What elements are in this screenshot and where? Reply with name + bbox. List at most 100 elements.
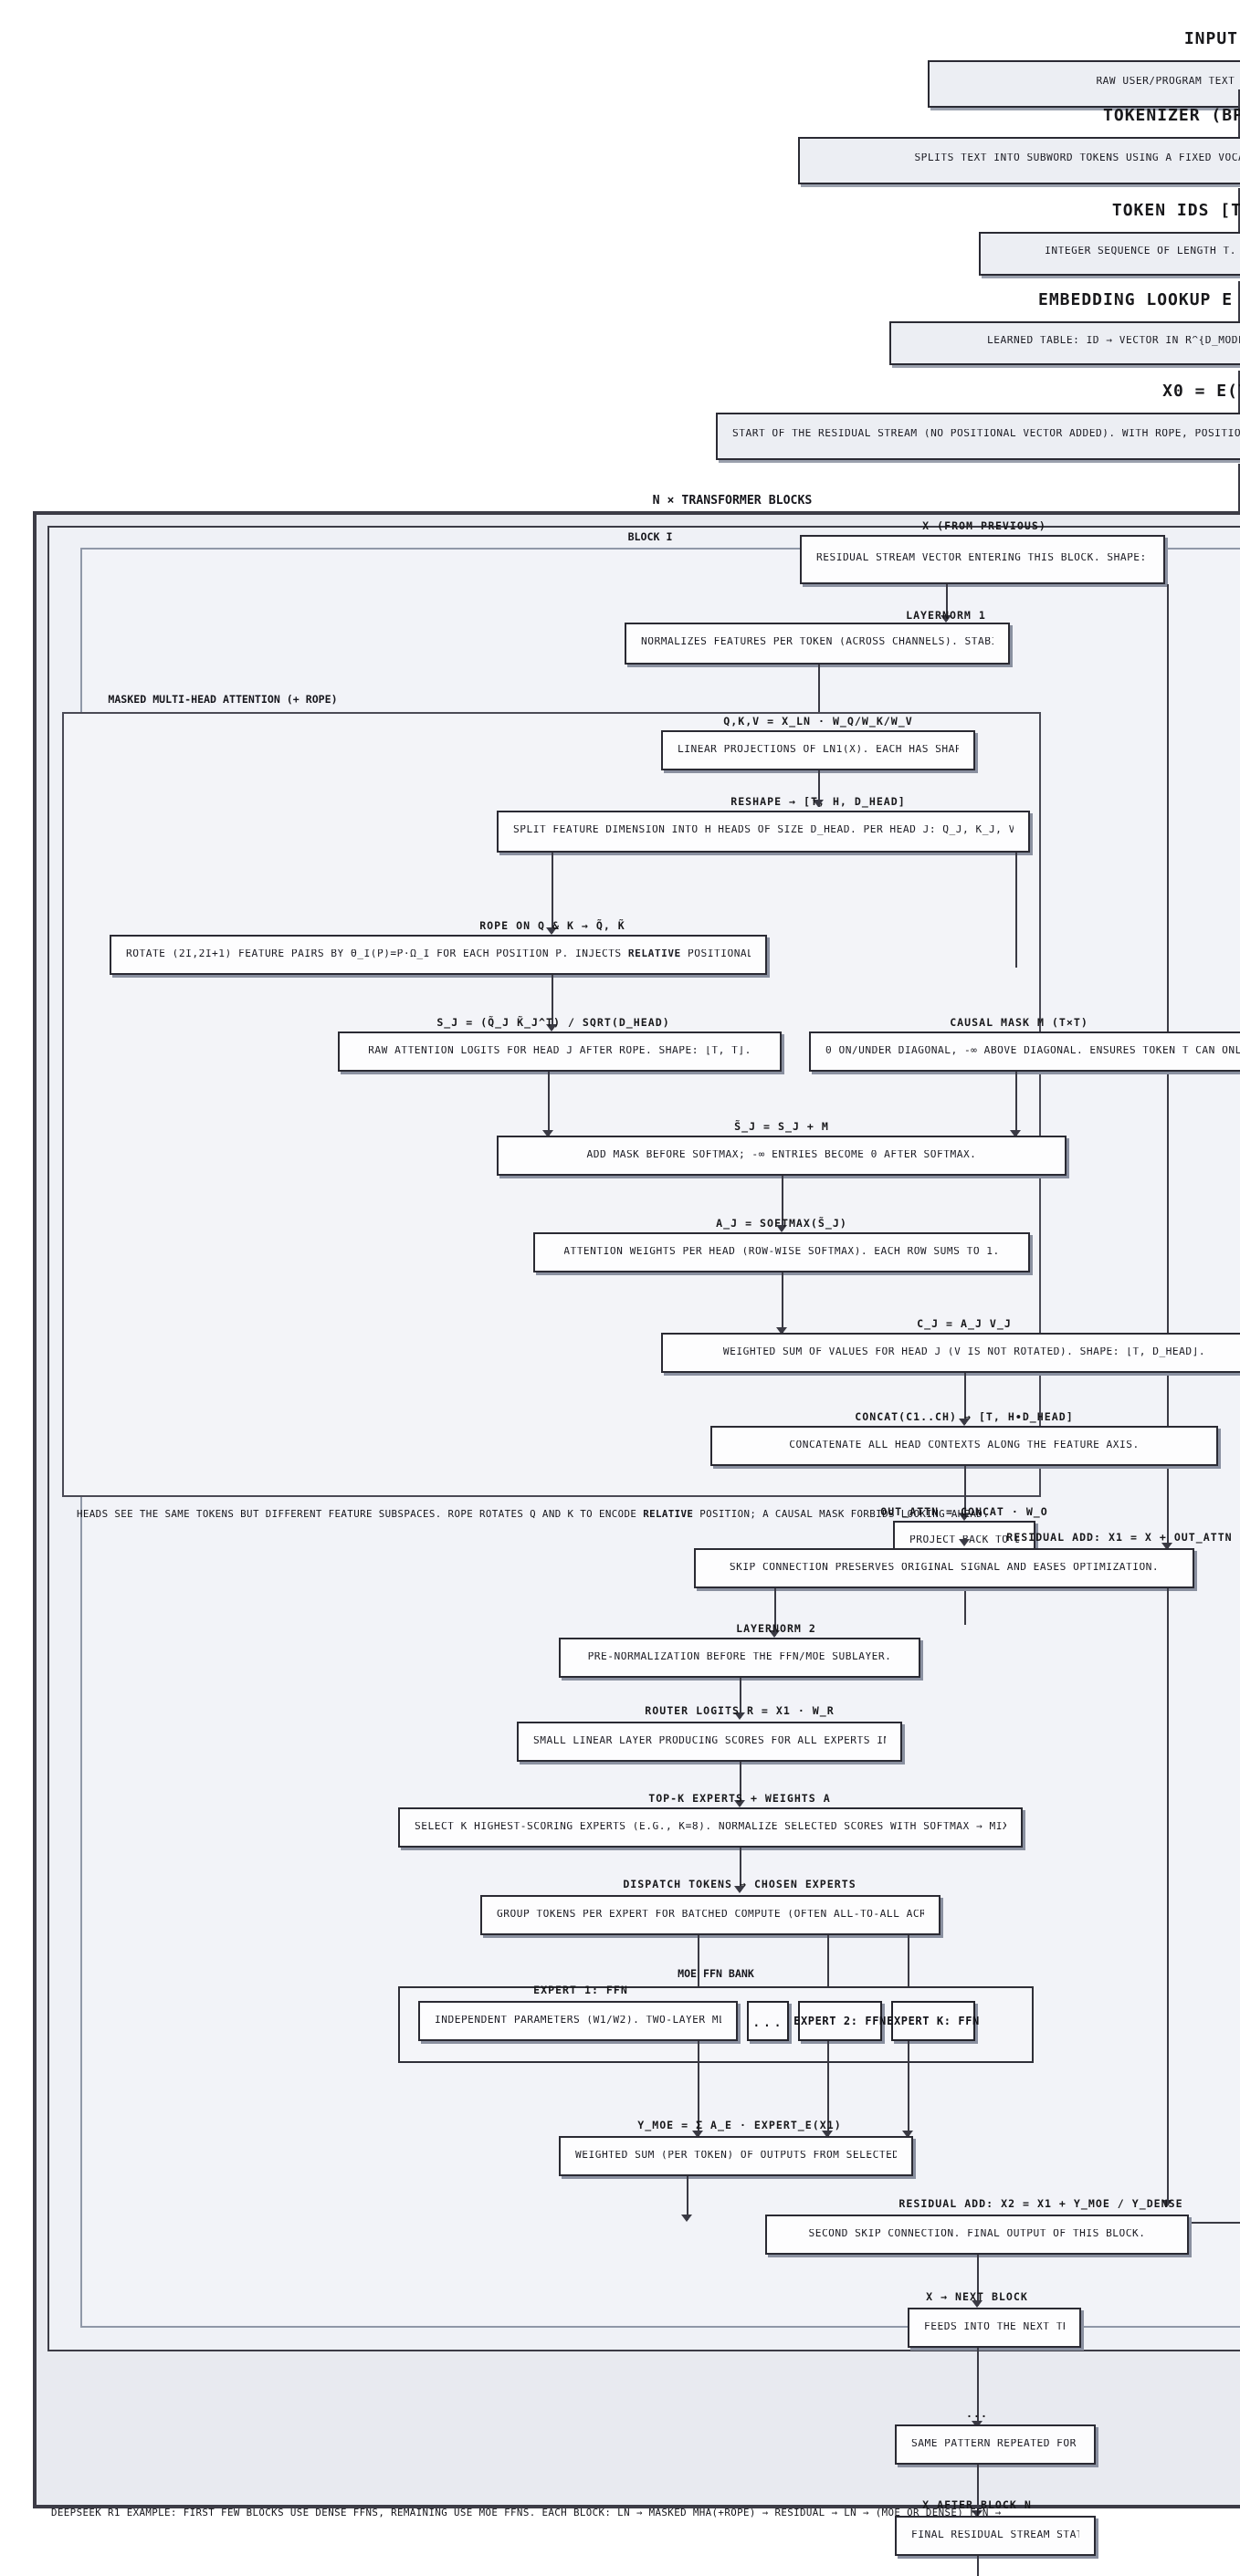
- edge-qkv-to-reshape: [818, 770, 820, 807]
- node-embedding-lookup: EMBEDDING LOOKUP E (V_SIZE × D_MODEL) LE…: [871, 292, 1240, 365]
- node-rope-desc: ROTATE (2I,2I+1) FEATURE PAIRS BY Θ_I(P)…: [126, 948, 751, 961]
- edge-rope-to-scores: [552, 975, 553, 1030]
- arrowhead: [681, 2215, 692, 2222]
- node-residual-add-2-title: RESIDUAL ADD: X2 = X1 + Y_MOE / Y_DENSE: [898, 2200, 1183, 2211]
- arrowhead: [959, 1513, 970, 1521]
- node-masked-scores-title: S̃_J = S_J + M: [734, 1123, 829, 1134]
- node-rope: ROPE ON Q & K → Q̃, K̃: [393, 922, 712, 934]
- edge-reshape-to-rope: [552, 853, 553, 933]
- node-embedding-lookup-box: LEARNED TABLE: ID → VECTOR IN R^{D_MODEL…: [889, 320, 1240, 365]
- node-rope-title: ROPE ON Q & K → Q̃, K̃: [479, 922, 625, 933]
- node-tokenizer-title: TOKENIZER (BPE/WORDPIECE): [1103, 108, 1240, 126]
- edge-x-to-ln1: [946, 584, 948, 621]
- node-repeat-box: SAME PATTERN REPEATED FOR REMAINING BLOC…: [895, 2424, 1096, 2465]
- node-output-projection: OUT_ATTN = CONCAT · W_O: [809, 1508, 1119, 1520]
- node-residual-add-2-desc: SECOND SKIP CONNECTION. FINAL OUTPUT OF …: [808, 2228, 1146, 2239]
- arrowhead: [822, 2131, 833, 2138]
- node-token-ids-desc: INTEGER SEQUENCE OF LENGTH T. EACH ID IS…: [1045, 246, 1240, 258]
- node-attention-scores: S_J = (Q̃_J K̃_J^T) / SQRT(D_HEAD): [398, 1019, 709, 1031]
- node-tokenizer: TOKENIZER (BPE/WORDPIECE) SPLITS TEXT IN…: [798, 108, 1240, 184]
- node-token-ids-box: INTEGER SEQUENCE OF LENGTH T. EACH ID IS…: [979, 231, 1240, 276]
- node-dispatch-tokens-box: GROUP TOKENS PER EXPERT FOR BATCHED COMP…: [480, 1895, 941, 1935]
- node-x0-title: X0 = E(TOKENS): [1162, 383, 1240, 402]
- node-repeat-ellipsis-title: ...: [966, 2410, 988, 2421]
- arrowhead: [1161, 1543, 1172, 1550]
- arrowhead: [776, 1327, 787, 1335]
- node-output-projection-title: OUT_ATTN = CONCAT · W_O: [880, 1508, 1048, 1519]
- node-dispatch-tokens-title: DISPATCH TOKENS → CHOSEN EXPERTS: [623, 1880, 856, 1891]
- node-topk-experts-desc: SELECT K HIGHEST-SCORING EXPERTS (E.G., …: [415, 1821, 1006, 1832]
- arrowhead: [776, 1225, 787, 1232]
- edge-reshape-to-mask: [1015, 853, 1017, 968]
- node-tokenizer-box: SPLITS TEXT INTO SUBWORD TOKENS USING A …: [798, 136, 1240, 184]
- node-qkv-projection-title: Q,K,V = X_LN · W_Q/W_K/W_V: [723, 717, 913, 728]
- edge-softmax-to-context: [782, 1272, 783, 1333]
- arrowhead: [769, 1630, 780, 1638]
- attn-footnote-pre: HEADS SEE THE SAME TOKENS BUT DIFFERENT …: [77, 1510, 644, 1521]
- edge-tokenizer-to-ids: [1238, 188, 1240, 237]
- node-attention-scores-title: S_J = (Q̃_J K̃_J^T) / SQRT(D_HEAD): [436, 1019, 670, 1030]
- node-x-after-block-n-title: X AFTER BLOCK N: [922, 2501, 1032, 2512]
- arrowhead: [941, 615, 951, 623]
- node-attention-softmax-box: ATTENTION WEIGHTS PER HEAD (ROW-WISE SOF…: [533, 1232, 1030, 1272]
- node-x-after-block-n-desc: FINAL RESIDUAL STREAM STATE BEFORE: [911, 2529, 1079, 2540]
- node-y-moe-title: Y_MOE = Σ A_E · EXPERT_E(X1): [637, 2121, 842, 2132]
- arrowhead: [546, 1024, 557, 1031]
- node-layernorm-2: LAYERNORM 2: [603, 1625, 950, 1637]
- node-layernorm-2-box: PRE-NORMALIZATION BEFORE THE FFN/MOE SUB…: [559, 1638, 920, 1678]
- edge-repeat-to-after-n: [977, 2465, 979, 2516]
- node-repeat-ellipsis: ...: [804, 2410, 1151, 2422]
- node-concat-heads-title: CONCAT(C1..CH) → [T, H∙D_HEAD]: [855, 1413, 1074, 1424]
- node-x0-box: START OF THE RESIDUAL STREAM (NO POSITIO…: [716, 412, 1240, 460]
- node-residual-add-1-box: SKIP CONNECTION PRESERVES ORIGINAL SIGNA…: [694, 1548, 1194, 1588]
- edge-residual2-to-next: [977, 2255, 979, 2306]
- node-expert-ellipsis: ...: [747, 2001, 789, 2041]
- node-reshape-heads: RESHAPE → [T, H, D_HEAD]: [497, 798, 1140, 810]
- node-dispatch-tokens-desc: GROUP TOKENS PER EXPERT FOR BATCHED COMP…: [497, 1909, 924, 1920]
- arrowhead: [972, 2300, 983, 2308]
- cluster-moe-ffn-bank-label: MOE FFN BANK: [678, 1970, 754, 1981]
- node-router-logits-box: SMALL LINEAR LAYER PRODUCING SCORES FOR …: [517, 1722, 902, 1762]
- node-masked-scores-box: ADD MASK BEFORE SOFTMAX; -∞ ENTRIES BECO…: [497, 1136, 1067, 1176]
- node-x0: X0 = E(TOKENS) START OF THE RESIDUAL STR…: [716, 383, 1240, 460]
- node-x-after-block-n-box: FINAL RESIDUAL STREAM STATE BEFORE: [895, 2516, 1096, 2556]
- node-head-context: C_J = A_J V_J: [809, 1320, 1119, 1332]
- node-x-from-previous: X (FROM PREVIOUS): [804, 522, 1165, 534]
- node-causal-mask-box: 0 ON/UNDER DIAGONAL, -∞ ABOVE DIAGONAL. …: [809, 1031, 1240, 1072]
- arrowhead: [902, 2131, 913, 2138]
- edge-expert1-to-ymoe: [698, 2041, 699, 2136]
- edge-concat-to-outproj: [964, 1466, 966, 1519]
- node-residual-add-2-box: SECOND SKIP CONNECTION. FINAL OUTPUT OF …: [765, 2215, 1189, 2255]
- node-input-text-desc: RAW USER/PROGRAM TEXT (PROMPT, CODE, ETC…: [1096, 77, 1240, 89]
- node-head-context-desc: WEIGHTED SUM OF VALUES FOR HEAD J (V IS …: [722, 1346, 1206, 1357]
- arrowhead: [972, 2510, 983, 2518]
- node-router-logits-title: ROUTER LOGITS R = X1 · W_R: [645, 1707, 835, 1718]
- node-residual-add-1-desc: SKIP CONNECTION PRESERVES ORIGINAL SIGNA…: [729, 1562, 1160, 1573]
- node-layernorm-2-desc: PRE-NORMALIZATION BEFORE THE FFN/MOE SUB…: [587, 1651, 892, 1662]
- node-x-next-block: X → NEXT BLOCK: [804, 2293, 1151, 2305]
- node-expert-k: EXPERT K: FFN: [887, 2001, 979, 2041]
- node-router-logits-desc: SMALL LINEAR LAYER PRODUCING SCORES FOR …: [533, 1735, 886, 1746]
- node-causal-mask: CAUSAL MASK M (T×T): [864, 1019, 1174, 1031]
- arrowhead: [813, 800, 824, 807]
- node-embedding-lookup-desc: LEARNED TABLE: ID → VECTOR IN R^{D_MODEL…: [987, 336, 1240, 348]
- arrowhead: [959, 1419, 970, 1426]
- node-attention-softmax-title: A_J = SOFTMAX(S̃_J): [716, 1220, 847, 1230]
- node-x-from-previous-box: RESIDUAL STREAM VECTOR ENTERING THIS BLO…: [800, 535, 1165, 584]
- node-attention-scores-box: RAW ATTENTION LOGITS FOR HEAD J AFTER RO…: [338, 1031, 782, 1072]
- node-x-next-block-box: FEEDS INTO THE NEXT TRANSFORMER BLOCK (I…: [908, 2308, 1081, 2348]
- edge-ln1-to-attn: [818, 665, 820, 716]
- edge-expertk-to-ymoe: [908, 2041, 909, 2136]
- node-residual-add-1: RESIDUAL ADD: X1 = X + OUT_ATTN: [864, 1534, 1240, 1545]
- node-masked-scores: S̃_J = S_J + M: [626, 1123, 937, 1135]
- node-input-text-box: RAW USER/PROGRAM TEXT (PROMPT, CODE, ETC…: [928, 59, 1240, 108]
- node-tokenizer-desc: SPLITS TEXT INTO SUBWORD TOKENS USING A …: [914, 153, 1240, 165]
- node-x-after-block-n: X AFTER BLOCK N: [804, 2501, 1151, 2513]
- arrowhead: [734, 1800, 745, 1807]
- node-attention-softmax-desc: ATTENTION WEIGHTS PER HEAD (ROW-WISE SOF…: [563, 1246, 1000, 1257]
- edge-residual1-to-ln2: [774, 1588, 776, 1636]
- node-head-context-title: C_J = A_J V_J: [917, 1320, 1012, 1331]
- node-expert-1-desc: INDEPENDENT PARAMETERS (W1/W2). TWO-LAYE…: [435, 2015, 721, 2026]
- edge-residual-skip-2: [1167, 1588, 1169, 2205]
- node-x-next-block-desc: FEEDS INTO THE NEXT TRANSFORMER BLOCK (I…: [924, 2321, 1065, 2332]
